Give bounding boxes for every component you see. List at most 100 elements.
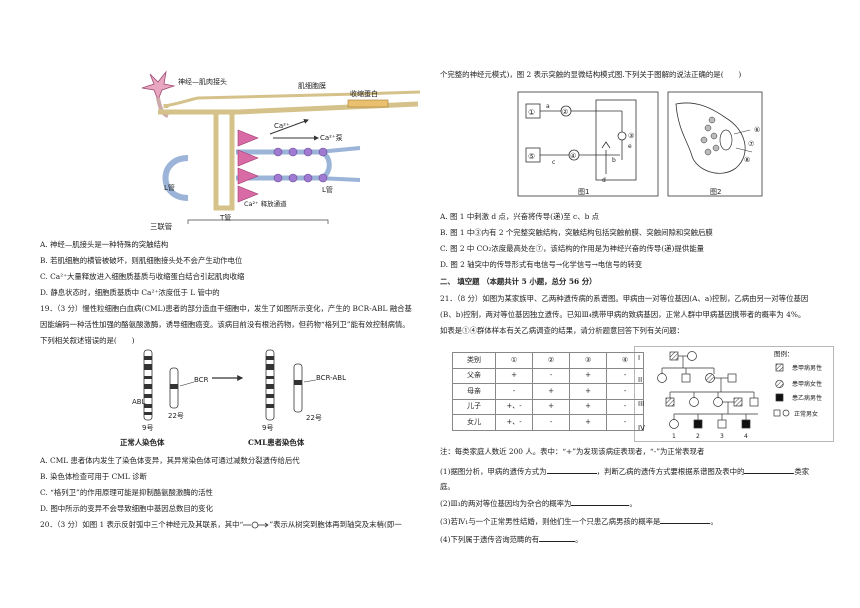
q21-part1-mid: ，判断乙病的遗传方式要根据系谱图及表中的	[596, 467, 745, 476]
gen-label-ii: II	[638, 376, 642, 384]
q19-option-c: C. “格列卫”的作用原理可能是抑制酪氨酸激酶的活性	[40, 488, 213, 497]
legend-normal: 正常男女	[794, 410, 818, 418]
q19-stem-line3: 下列相关叙述错误的是( )	[40, 336, 135, 345]
q21-part3-end: 。	[710, 517, 718, 526]
answer-blank[interactable]	[744, 466, 795, 474]
q19-option-b: B. 染色体检查可用于 CML 诊断	[40, 472, 147, 481]
contractile-label: 收缩蛋白	[350, 89, 378, 98]
q21-part2: (2)Ⅲ₃的两对等位基因均为杂合的概率为 。	[440, 498, 637, 508]
table-cell: +	[532, 383, 570, 400]
fig3-label-4: ④	[570, 152, 576, 160]
gen-label-i: I	[638, 354, 640, 362]
chr9-cml-label: 9号	[262, 424, 273, 432]
chr9-label: 9号	[142, 424, 153, 432]
q18-option-b: B. 若肌细胞的横管被破坏，则肌细胞接头处不会产生动作电位	[40, 256, 243, 265]
table-cell: +	[495, 367, 533, 384]
fig3-label-b: b	[612, 157, 616, 164]
q21-part4: (4)下列属于遗传咨询范畴的有 。	[440, 534, 583, 544]
fig3-caption: 图1	[578, 188, 589, 196]
q21-part1-cont: 庭。	[440, 482, 455, 491]
table-row: 父亲 + - + -	[452, 367, 644, 384]
q21-stem-line3: 如表是①④群体样本有关乙病调查的结果，请分析题意回答下列有关问题：	[440, 326, 684, 335]
q20-stem: 20．（3 分）如图 1 表示反射弧中三个神经元及其联系，其中“”表示从树突到胞…	[40, 520, 402, 529]
ca-label: Ca²⁺	[274, 122, 290, 130]
table-row: 母亲 - + + -	[452, 383, 644, 400]
legend-affected-male-a: 患甲病男性	[792, 364, 822, 372]
table-cell: 母亲	[452, 383, 496, 400]
fig3-label-a: a	[546, 103, 550, 110]
table-cell: 父亲	[452, 367, 496, 384]
bcr-abl-label: BCR-ABL	[316, 374, 346, 382]
t-tube-label: T管	[219, 213, 231, 222]
table-header-cell: ③	[569, 352, 607, 369]
iv-num-4: 4	[744, 433, 748, 440]
q21-part2-text: (2)Ⅲ₃的两对等位基因均为杂合的概率为	[440, 499, 572, 508]
l-tube-label: L管	[164, 183, 175, 192]
fig4-label-6: ⑥	[754, 126, 760, 134]
fig3-label-3: ③	[628, 132, 634, 140]
legend-title: 图例：	[774, 349, 794, 358]
q20-stem-part1: 20．（3 分）如图 1 表示反射弧中三个神经元及其联系，其中“	[40, 520, 244, 529]
legend-affected-female-a: 患甲病女性	[792, 380, 822, 388]
q20-option-a: A. 图 1 中刺激 d 点，兴奋将传导(递)至 c、b 点	[440, 212, 600, 221]
bcr-label: BCR	[194, 376, 209, 384]
table-cell: +、-	[495, 414, 533, 431]
iv-num-1: 1	[672, 433, 676, 440]
q21-part1: (1)据图分析，甲病的遗传方式为，判断乙病的遗传方式要根据系谱图及表中的类家	[440, 466, 809, 476]
survey-table: 类别 ① ② ③ ④ 父亲 + - + - 母亲 - + + - 儿子	[452, 352, 644, 431]
table-cell: -	[495, 383, 533, 400]
answer-blank[interactable]	[660, 516, 711, 524]
table-header-cell: ①	[495, 352, 533, 369]
reflex-arc-synapse-diagram: ① ② ③ ④ ⑤ a b c d e 图1 ⑥ ⑦ ⑧ 图2	[517, 91, 763, 197]
fig3-label-2: ②	[562, 108, 568, 116]
ca-pump-label: Ca²⁺泵	[320, 134, 343, 142]
table-cell: 儿子	[452, 398, 496, 415]
table-note: 注：每类家庭人数近 200 人。表中：“+”为发现该病症表现者，“-”为正常表现…	[440, 447, 705, 456]
q21-stem-line2: (B、b)控制，两对等位基因独立遗传。已知Ⅲ₄携带甲病的致病基因，正常人群中甲病…	[440, 310, 806, 319]
q21-part1-end: 类家	[794, 467, 810, 476]
table-cell: -	[532, 414, 570, 431]
legend-affected-male-b: 患乙病男性	[792, 394, 822, 402]
q21-stem-line1: 21．（8 分）如图为某家族甲、乙两种遗传病的系谱图。甲病由一对等位基因(A、a…	[440, 294, 809, 303]
q19-option-a: A. CML 患者体内发生了染色体变异，其异常染色体可通过减数分裂遗传给后代	[40, 456, 300, 465]
q18-option-d: D. 静息状态时，细胞质基质中 Ca²⁺浓度低于 L 管中的	[40, 288, 220, 297]
normal-chr-caption: 正常人染色体	[120, 438, 165, 447]
fig4-label-7: ⑦	[748, 140, 754, 148]
q21-part4-end: 。	[575, 535, 583, 544]
q19-option-d: D. 图中所示的变异不会导致细胞中基因总数目的变化	[40, 504, 213, 513]
iv-num-3: 3	[720, 433, 724, 440]
gen-label-iv: IV	[638, 424, 645, 432]
muscle-triad-diagram: 神经—肌肉接头 肌细胞膜 收缩蛋白 Ca²⁺ Ca²⁺泵 Ca²⁺ 释放通道 L…	[141, 70, 421, 224]
fig4-label-8: ⑧	[744, 156, 750, 164]
table-row: 女儿 +、- - + -	[452, 414, 644, 431]
table-cell: +	[569, 414, 607, 431]
q18-option-c: C. Ca²⁺大量释放进入细胞质基质与收缩蛋白结合引起肌肉收缩	[40, 272, 245, 281]
cml-chr-caption: CML患者染色体	[248, 438, 305, 447]
pedigree-chart: I II III IV	[634, 346, 834, 442]
fig3-label-5: ⑤	[528, 152, 535, 161]
answer-blank[interactable]	[539, 534, 576, 542]
answer-blank[interactable]	[571, 498, 630, 506]
membrane-label: 肌细胞膜	[298, 81, 326, 90]
table-cell: +	[532, 398, 570, 415]
abl-label: ABL	[132, 398, 146, 406]
table-cell: +	[569, 367, 607, 384]
q20-option-d: D. 图 2 轴突中的传导形式有电信号→化学信号→电信号的转变	[440, 260, 643, 269]
chr22-cml-label: 22号	[306, 414, 322, 422]
table-header-cell: ②	[532, 352, 570, 369]
q21-part2-end: 。	[629, 499, 637, 508]
q21-part3-text: (3)若Ⅳ₁与一个正常男性结婚，则他们生一个只患乙病男孩的概率是	[440, 517, 661, 526]
q21-part4-text: (4)下列属于遗传咨询范畴的有	[440, 535, 540, 544]
table-cell: -	[532, 367, 570, 384]
iv-num-2: 2	[696, 433, 700, 440]
table-header-row: 类别 ① ② ③ ④	[452, 352, 644, 369]
q20-option-b: B. 图 1 中③内有 2 个完整突触结构，突触结构包括突触前膜、突触间隙和突触…	[440, 228, 713, 237]
q21-part3: (3)若Ⅳ₁与一个正常男性结婚，则他们生一个只患乙病男孩的概率是 。	[440, 516, 718, 526]
section-title: 二、 填空题 （本题共计 5 小题，总分 56 分）	[440, 277, 597, 286]
fig3-label-d: d	[602, 177, 606, 184]
chromosome-diagram: BCR ABL 9号 22号 BCR-ABL 9号 22号	[132, 349, 346, 432]
l-tube-label-right: L管	[322, 185, 333, 194]
answer-blank[interactable]	[546, 466, 597, 474]
nmj-label: 神经—肌肉接头	[178, 77, 227, 86]
